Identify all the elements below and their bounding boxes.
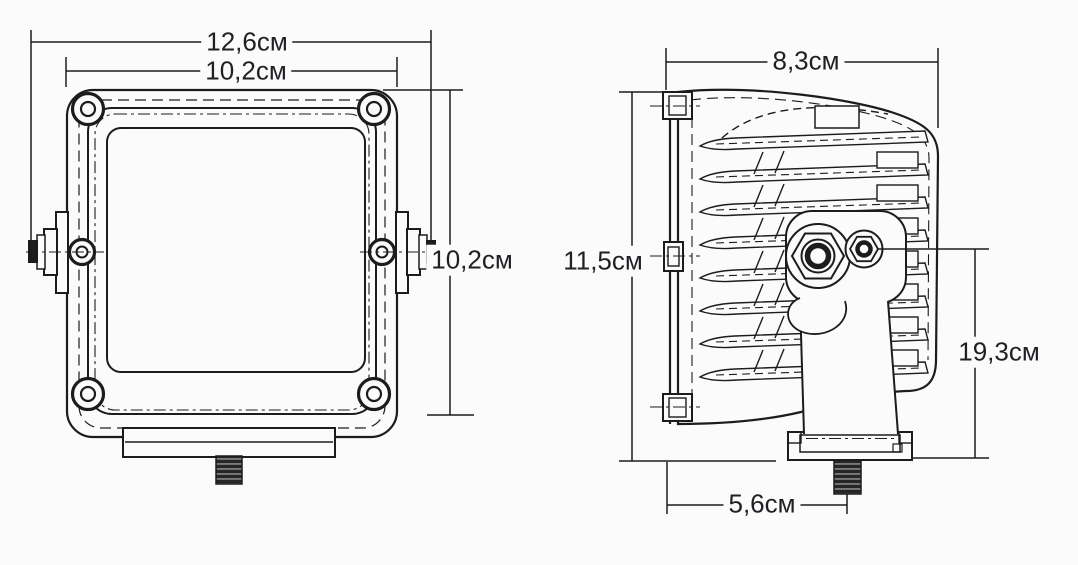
clip-center-lines [650, 105, 700, 408]
front-mounting-bracket [122, 427, 336, 458]
side-top-fin-arc [721, 106, 889, 139]
front-lens [106, 127, 366, 373]
corner-screw-top-right [356, 91, 392, 127]
side-mounting-stud [833, 459, 862, 495]
front-view [26, 88, 438, 485]
dimension-label-side-depth: 8,3см [767, 45, 845, 77]
dimension-label-front-inner-width: 10,2см [200, 55, 292, 87]
side-top-slot [814, 105, 860, 129]
dim-side-height-lines [619, 91, 776, 462]
dimension-label-side-height: 11,5см [558, 245, 648, 277]
dimension-label-face-to-bolt: 5,6см [723, 488, 801, 520]
front-mounting-stud [215, 455, 243, 485]
corner-screw-bottom-right [356, 376, 392, 412]
front-seal-dashed-outline [94, 113, 370, 411]
bracket-base-detail [787, 431, 913, 453]
corner-screw-top-left [70, 91, 106, 127]
dimension-label-front-outer-width: 12,6см [201, 26, 293, 58]
fin-struts [753, 150, 785, 373]
pivot-nut-main [785, 223, 851, 289]
dimension-label-front-height: 10,2см [426, 244, 518, 276]
pivot-nut-secondary [844, 229, 884, 269]
side-view [650, 88, 940, 495]
corner-screw-bottom-left [70, 376, 106, 412]
bracket-hook [787, 297, 848, 335]
dimension-label-bracket-height: 19,3см [953, 336, 1045, 368]
